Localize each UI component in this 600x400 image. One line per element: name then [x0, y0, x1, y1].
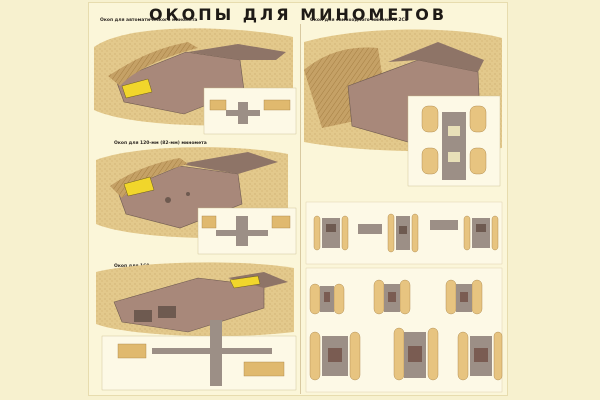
column-divider	[300, 24, 301, 394]
section-label-120mm-mortar: Окоп для 120-мм (82-мм) миномета	[114, 141, 207, 146]
steps-row-120mm	[305, 201, 503, 265]
plan-view-auto-mortar	[203, 87, 297, 135]
trench-3d-160mm-mortar	[96, 262, 294, 337]
plan-view-2s4-mortar	[407, 95, 501, 187]
section-label-auto-mortar: Окоп для автоматического миномета	[100, 18, 198, 23]
plan-view-160mm-mortar	[101, 320, 297, 391]
steps-grid-2s4	[305, 267, 503, 393]
section-label-2s4-mortar: Окоп для самоходного миномета 2С4	[310, 18, 408, 23]
poster-diagram	[94, 28, 503, 393]
poster: ОКОПЫ ДЛЯ МИНОМЕТОВ Окоп для автоматичес…	[88, 2, 508, 396]
plan-view-120mm-mortar	[197, 207, 297, 255]
poster-title: ОКОПЫ ДЛЯ МИНОМЕТОВ	[148, 5, 448, 24]
